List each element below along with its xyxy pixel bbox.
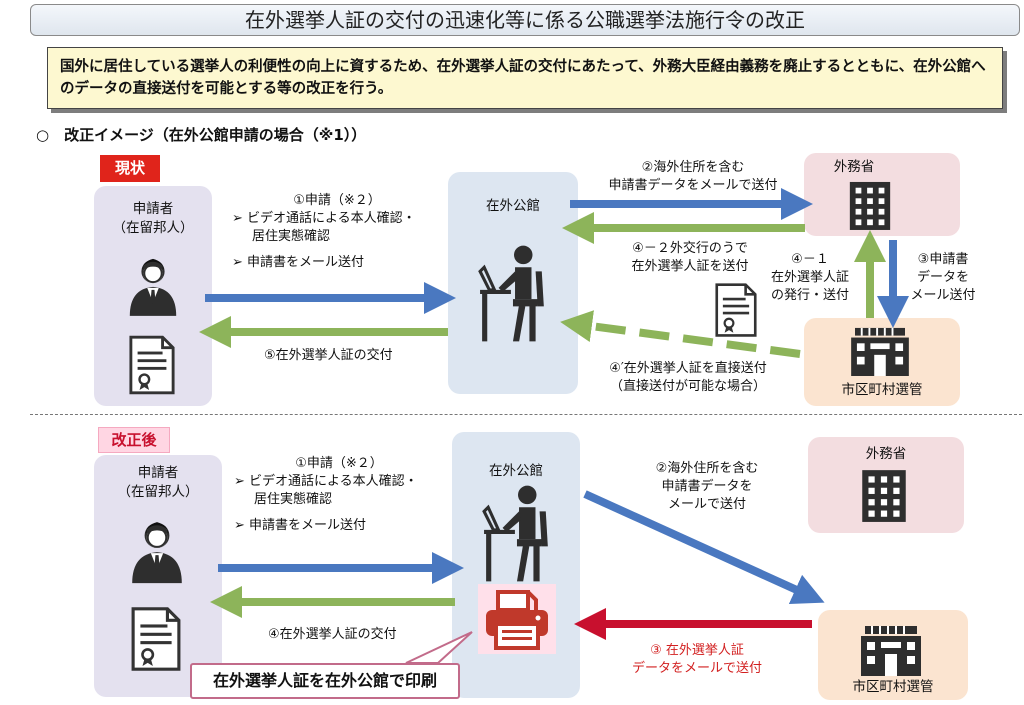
city-hall-icon [851, 327, 909, 376]
after-embassy-label: 在外公館 [489, 463, 543, 479]
before-step4-prime: ④′在外選挙人証を直接送付 （直接送付が可能な場合） [609, 361, 767, 394]
document-icon [715, 283, 757, 337]
document-icon [131, 607, 181, 671]
after-step4: ④在外選挙人証の交付 [268, 627, 397, 642]
after-step3: ③ 在外選挙人証 データをメールで送付 [631, 643, 762, 676]
after-step2: ②海外住所を含む 申請書データを メールで送付 [655, 461, 759, 512]
before-step5: ⑤在外選挙人証の交付 [264, 348, 393, 363]
arrow-step4-prime [560, 310, 801, 358]
building-icon [862, 470, 906, 522]
callout-pointer [405, 631, 473, 664]
person-icon [130, 520, 184, 585]
section-divider [30, 414, 1022, 415]
before-applicant-label: 申請者 （在留邦人） [112, 201, 194, 236]
page-title: 在外選挙人証の交付の迅速化等に係る公職選挙法施行令の改正 [30, 4, 1020, 36]
before-embassy-label: 在外公館 [486, 198, 540, 214]
tag-before: 現状 [100, 155, 160, 182]
before-step1: ①申請（※２） ➢ ビデオ通話による本人確認・ 居住実態確認 ➢ 申請書をメール… [232, 193, 416, 270]
before-mofa-label: 外務省 [833, 159, 875, 175]
document-icon [129, 335, 175, 395]
seated-worker-icon [482, 484, 550, 583]
arrow-step2 [583, 490, 825, 604]
before-step4-1: ④－１ 在外選挙人証 の発行・送付 [770, 252, 849, 303]
tag-after: 改正後 [98, 427, 170, 453]
before-step4-2: ④－２外交行のうで 在外選挙人証を送付 [631, 241, 749, 274]
after-step1: ①申請（※２） ➢ ビデオ通話による本人確認・ 居住実態確認 ➢ 申請書をメール… [234, 456, 418, 533]
before-step3: ③申請書 データを メール送付 [910, 252, 976, 303]
person-icon [128, 257, 178, 318]
before-step2: ②海外住所を含む 申請書データをメールで送付 [608, 160, 778, 193]
section-heading: ○ 改正イメージ（在外公館申請の場合（※1）） [36, 126, 367, 144]
after-applicant-label: 申請者 （在留邦人） [117, 465, 199, 500]
building-icon [849, 181, 891, 230]
city-hall-icon [861, 626, 921, 676]
before-municipality-label: 市区町村選管 [841, 382, 923, 398]
after-municipality-label: 市区町村選管 [852, 679, 934, 695]
summary-box: 国外に居住している選挙人の利便性の向上に資するため、在外選挙人証の交付にあたって… [47, 47, 1003, 109]
after-mofa-label: 外務省 [865, 446, 907, 462]
print-callout: 在外選挙人証を在外公館で印刷 [190, 663, 460, 699]
seated-worker-icon [478, 244, 546, 343]
